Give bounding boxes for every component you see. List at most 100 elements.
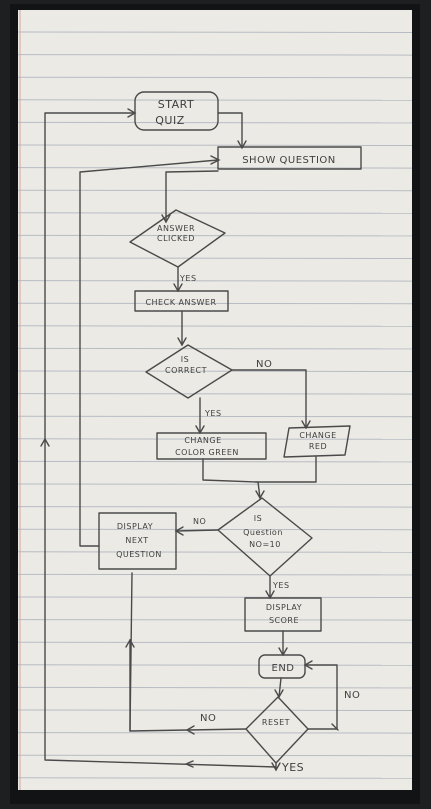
arrow-head xyxy=(127,108,137,118)
label-no-end: NO xyxy=(344,690,360,701)
label-yes-correct: YES xyxy=(204,409,222,418)
change-red-node: CHANGE RED xyxy=(283,425,351,458)
label-no-correct: NO xyxy=(256,359,272,370)
label-yes-answer: YES xyxy=(179,274,197,283)
is-question-line3: NO=10 xyxy=(249,540,281,549)
label-yes-question: YES xyxy=(272,581,290,590)
show-question-shape xyxy=(217,146,362,170)
start-label-line2: QUIZ xyxy=(155,114,185,127)
end-node: END xyxy=(258,654,306,679)
ruled-line xyxy=(17,212,413,214)
arrow-head xyxy=(184,760,194,768)
ruled-line xyxy=(17,460,413,463)
arrow-head xyxy=(40,437,50,447)
arrow-head xyxy=(177,337,187,347)
ruled-line xyxy=(17,664,413,666)
ruled-line xyxy=(17,619,413,621)
flowchart: START QUIZ SHOW QUESTION ANSWER CLICKED … xyxy=(40,91,362,774)
is-correct-line2: CORRECT xyxy=(165,366,207,375)
is-correct-node: IS CORRECT xyxy=(145,344,233,399)
is-question-line1: IS xyxy=(254,514,262,523)
check-answer-label: CHECK ANSWER xyxy=(145,298,216,307)
ruled-line xyxy=(17,31,413,33)
answer-clicked-line2: CLICKED xyxy=(157,234,195,243)
arrow-head xyxy=(301,420,311,430)
start-to-show-question xyxy=(217,112,243,148)
ruled-line xyxy=(17,302,413,305)
change-red-line2: RED xyxy=(309,442,327,451)
start-quiz-shape xyxy=(134,91,219,131)
ruled-lines xyxy=(17,31,413,779)
question-no-to-next xyxy=(175,529,219,532)
ruled-line xyxy=(17,506,413,508)
display-next-line1: DISPLAY xyxy=(117,522,153,531)
arrow-head xyxy=(185,725,195,735)
ruled-line xyxy=(17,641,413,644)
change-green-line1: CHANGE xyxy=(184,436,221,445)
show-question-node: SHOW QUESTION xyxy=(217,146,362,170)
display-score-line2: SCORE xyxy=(269,616,299,625)
ruled-line xyxy=(17,393,413,395)
merge-to-question xyxy=(257,481,261,499)
ruled-line xyxy=(17,754,413,757)
arrow-head xyxy=(278,647,288,657)
ruled-line xyxy=(17,370,413,372)
arrow-head xyxy=(174,526,184,536)
display-score-line1: DISPLAY xyxy=(266,603,302,612)
arrow-head xyxy=(195,425,205,435)
start-label-line1: START xyxy=(158,98,194,111)
ruled-line xyxy=(17,709,413,711)
green-to-merge xyxy=(202,458,257,483)
ruled-line xyxy=(17,280,413,282)
change-color-green-shape xyxy=(156,432,267,460)
outer-loop-to-start xyxy=(44,112,277,768)
ruled-line xyxy=(17,347,413,350)
display-next-question-node: DISPLAY NEXT QUESTION xyxy=(98,512,177,570)
arrow-head xyxy=(161,214,171,224)
end-to-reset xyxy=(278,677,282,698)
is-correct-line1: IS xyxy=(181,355,189,364)
ruled-line xyxy=(17,573,413,576)
arrow-head xyxy=(210,155,221,165)
arrow-head xyxy=(274,689,284,699)
end-label: END xyxy=(272,663,295,674)
start-quiz-node: START QUIZ xyxy=(134,91,219,131)
end-shape xyxy=(258,654,306,679)
ruled-line xyxy=(17,596,413,598)
change-color-green-node: CHANGE COLOR GREEN xyxy=(156,432,267,460)
display-next-column xyxy=(129,572,133,732)
red-to-merge xyxy=(255,456,317,483)
arrow-head xyxy=(125,638,135,648)
show-question-label: SHOW QUESTION xyxy=(242,155,336,166)
branch-labels: YES NO YES NO YES NO NO YES xyxy=(179,274,360,774)
reset-label: RESET xyxy=(262,718,290,727)
arrow-head xyxy=(237,140,247,150)
arrow-head xyxy=(265,590,275,600)
change-red-shape xyxy=(283,425,351,458)
show-question-to-answer xyxy=(165,170,219,223)
display-next-question-shape xyxy=(98,512,177,570)
arrow-head xyxy=(173,283,183,293)
ruled-line xyxy=(17,686,413,689)
change-red-line1: CHANGE xyxy=(299,431,336,440)
ruled-line xyxy=(17,234,413,237)
ruled-line xyxy=(17,99,413,101)
display-next-line2: NEXT xyxy=(125,536,148,545)
ruled-line xyxy=(17,777,413,779)
next-question-loop xyxy=(79,159,219,547)
connectors xyxy=(40,108,339,772)
ruled-line xyxy=(17,144,413,146)
reset-right-tick xyxy=(331,723,339,731)
ruled-line xyxy=(17,415,413,418)
ruled-line xyxy=(17,189,413,192)
arrow-head xyxy=(255,490,265,500)
reset-no-right-to-end xyxy=(304,664,338,730)
arrow-head xyxy=(271,762,281,772)
ruled-line xyxy=(17,438,413,440)
ruled-line xyxy=(17,325,413,327)
ruled-line xyxy=(17,732,413,734)
answer-clicked-line1: ANSWER xyxy=(157,224,195,233)
ruled-line xyxy=(17,54,413,56)
label-no-reset: NO xyxy=(200,713,216,724)
